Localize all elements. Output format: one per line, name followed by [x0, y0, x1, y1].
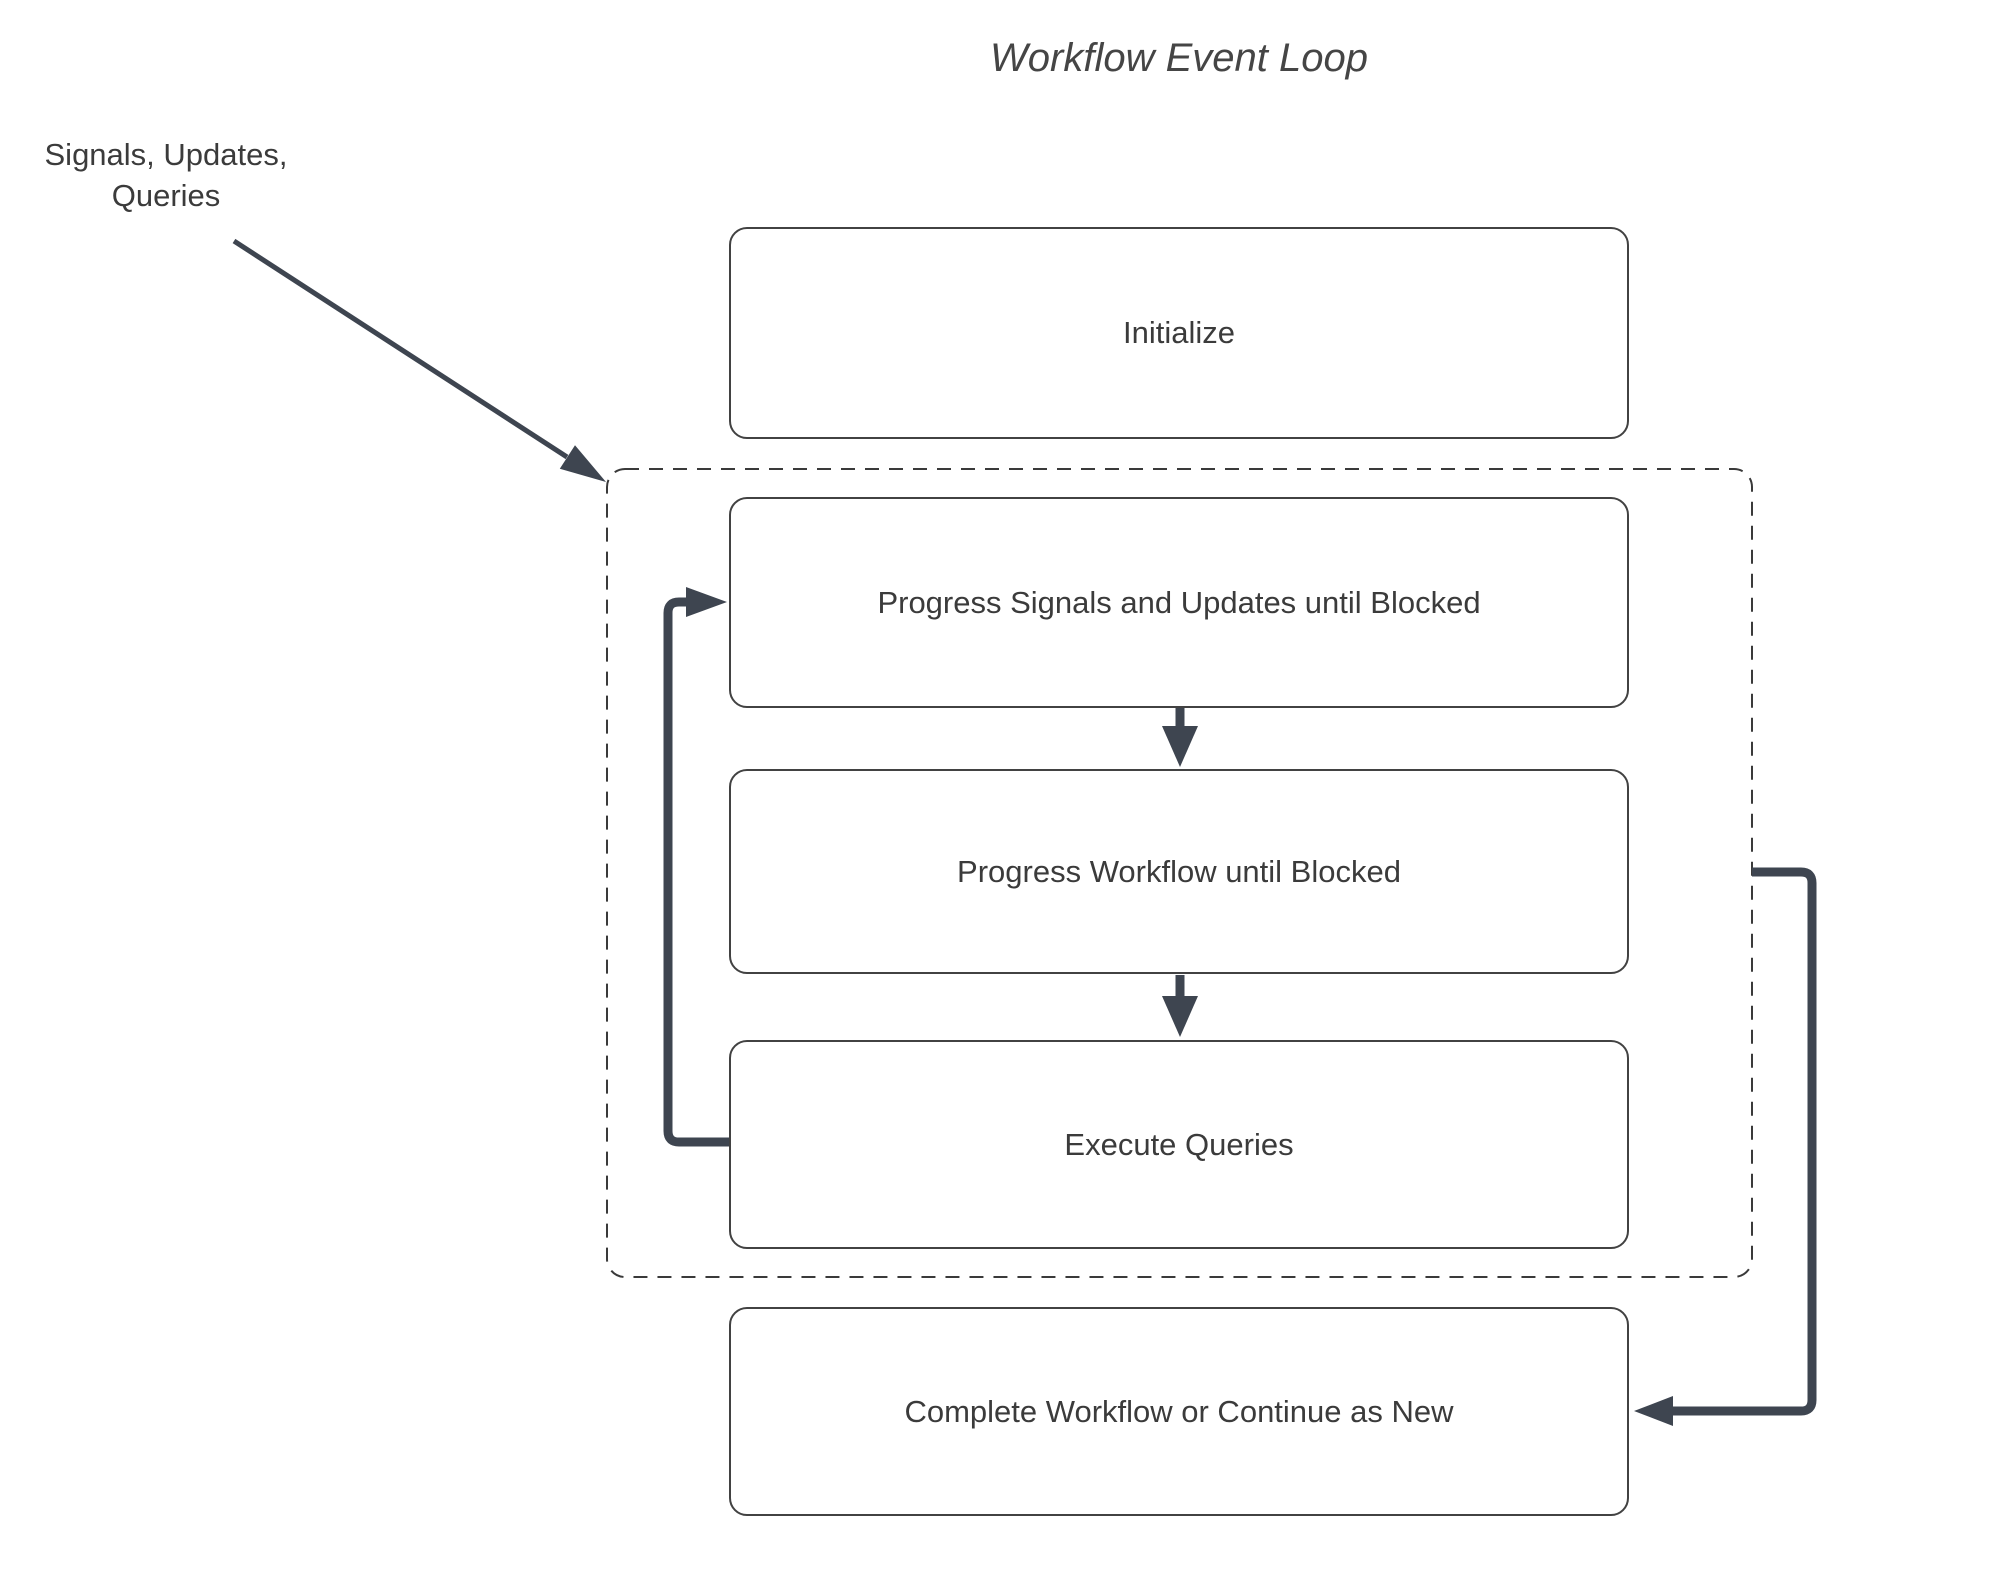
- loop-arrow-head-icon: [686, 587, 727, 617]
- annotation-arrow-line: [232, 238, 569, 460]
- node-complete-workflow-label: Complete Workflow or Continue as New: [904, 1393, 1454, 1429]
- down-arrow-2-head-icon: [1162, 996, 1198, 1037]
- annotation-line-1: Signals, Updates,: [44, 137, 288, 172]
- annotation-arrow-head-icon: [559, 445, 606, 482]
- complete-arrow-head-icon: [1634, 1396, 1673, 1426]
- node-initialize-label: Initialize: [1123, 315, 1235, 350]
- node-progress-workflow-label: Progress Workflow until Blocked: [957, 853, 1401, 889]
- node-progress-signals-label: Progress Signals and Updates until Block…: [877, 584, 1481, 620]
- complete-arrow-line: [1673, 867, 1817, 1416]
- node-initialize: Initialize: [729, 227, 1629, 439]
- node-execute-queries-label: Execute Queries: [1064, 1126, 1294, 1162]
- node-complete-workflow: Complete Workflow or Continue as New: [729, 1307, 1629, 1516]
- annotation-line-2: Queries: [111, 178, 221, 213]
- down-arrow-1-head-icon: [1162, 726, 1198, 767]
- node-progress-workflow: Progress Workflow until Blocked: [729, 769, 1629, 974]
- loop-arrow-line: [663, 597, 729, 1147]
- signals-updates-queries-annotation: Signals, Updates, Queries: [18, 134, 314, 216]
- node-progress-signals-and-updates: Progress Signals and Updates until Block…: [729, 497, 1629, 708]
- diagram-title: Workflow Event Loop: [990, 36, 1368, 80]
- node-execute-queries: Execute Queries: [729, 1040, 1629, 1249]
